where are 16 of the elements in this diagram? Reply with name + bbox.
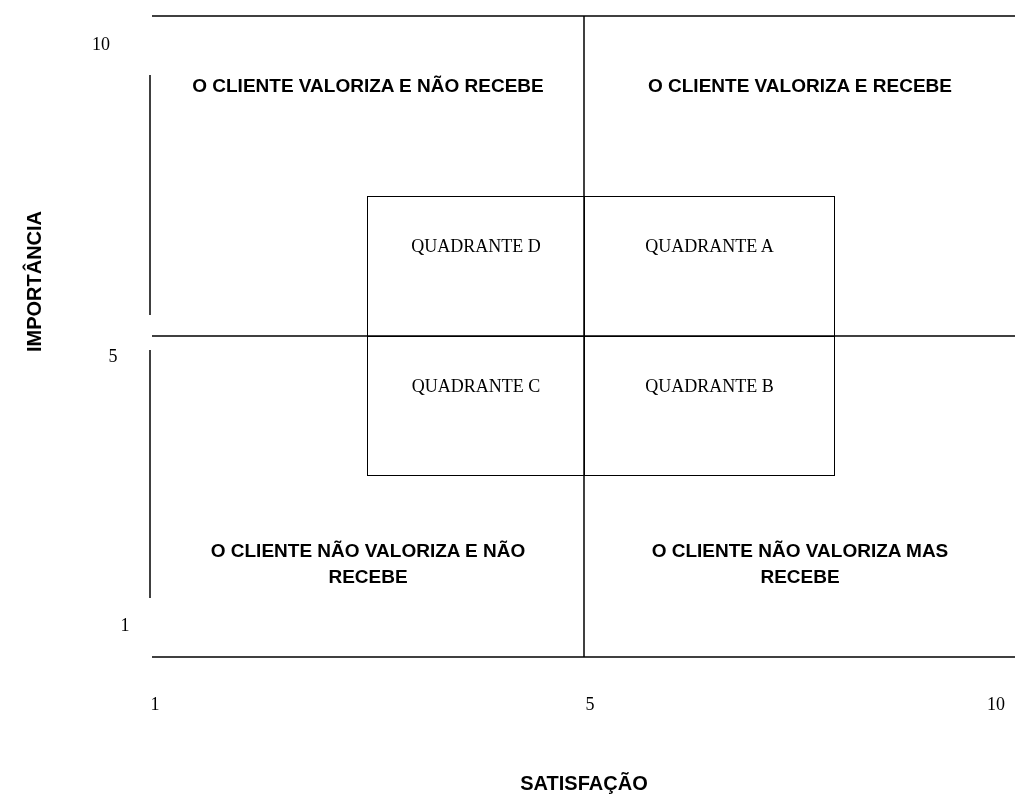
axis-tick-label: 1	[119, 615, 131, 636]
quadrant-box: QUADRANTE A	[584, 196, 835, 337]
axis-tick-label: 10	[91, 34, 111, 55]
axis-tick-label: 1	[149, 694, 161, 715]
axis-title: SATISFAÇÃO	[519, 772, 649, 795]
quadrant-label: O CLIENTE VALORIZA E RECEBE	[647, 74, 953, 98]
axis-tick-label: 5	[107, 346, 119, 367]
axis-tick-label: 5	[584, 694, 596, 715]
quadrant-box: QUADRANTE B	[584, 336, 835, 476]
quadrant-box: QUADRANTE D	[367, 196, 585, 337]
axis-title: IMPORTÂNCIA	[22, 209, 46, 355]
quadrant-label: O CLIENTE NÃO VALORIZA E NÃO RECEBE	[209, 539, 527, 589]
quadrant-label: O CLIENTE VALORIZA E NÃO RECEBE	[191, 74, 545, 98]
quadrant-label: O CLIENTE NÃO VALORIZA MAS RECEBE	[650, 539, 950, 589]
axis-tick-label: 10	[986, 694, 1006, 715]
quadrant-box: QUADRANTE C	[367, 336, 585, 476]
